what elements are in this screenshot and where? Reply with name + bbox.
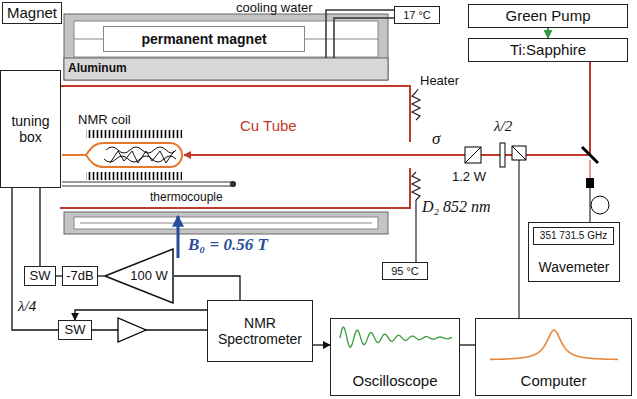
attenuator-box: -7dB	[62, 266, 98, 286]
laser-beam	[590, 160, 591, 178]
signal-line	[12, 188, 58, 330]
monitor-wire	[519, 160, 520, 318]
node-text: 100 W	[130, 269, 168, 284]
pump-laser-box: Green Pump	[468, 4, 628, 28]
field-label: B₀ = 0.56 T	[188, 236, 268, 255]
power-amplifier: 100 W	[104, 248, 174, 304]
node-text: permanent magnet	[141, 31, 266, 47]
node-text: SW	[30, 269, 51, 284]
tube-label: Cu Tube	[240, 118, 297, 135]
spectrometer-box: NMR Spectrometer	[207, 300, 313, 362]
oscilloscope-box: Oscilloscope	[330, 318, 460, 396]
nmr-coil-winding	[86, 172, 182, 180]
laser-box: Ti:Sapphire	[468, 38, 628, 62]
fid-signal	[340, 327, 452, 347]
edge-label: λ/4	[17, 298, 37, 315]
beam-splitter	[582, 147, 598, 163]
node-text: 351 731.5 GHz	[540, 230, 607, 242]
polarization-label: σ	[432, 130, 440, 149]
half-wave-plate	[500, 143, 505, 167]
signal-line	[313, 344, 330, 345]
thermocouple-probe	[62, 182, 236, 187]
signal-line	[92, 329, 207, 330]
node-text: 17 °C	[403, 9, 431, 22]
node-text: Ti:Sapphire	[510, 41, 586, 58]
node-text: -7dB	[66, 269, 93, 284]
transition-label: D₂ 852 nm	[422, 198, 491, 216]
pipe-label: cooling water	[236, 1, 313, 15]
node-text: SW	[65, 323, 86, 338]
laser-beam	[589, 62, 591, 155]
waveplate-label: λ/2	[494, 118, 512, 135]
magnet-band: permanent magnet	[103, 26, 305, 52]
switch-box: SW	[24, 266, 56, 286]
node-text: Magnet	[7, 4, 57, 21]
optical-fiber	[590, 188, 591, 222]
amplifier-symbol	[118, 318, 146, 342]
node-text: NMR Spectrometer	[208, 315, 312, 347]
fiber-loop	[591, 196, 609, 214]
magnet-housing	[64, 14, 388, 234]
node-text: Green Pump	[505, 7, 590, 24]
node-text: Computer	[521, 372, 587, 389]
polarizer-cube	[465, 147, 481, 163]
signal-line	[460, 344, 475, 345]
coil-label: NMR coil	[78, 113, 131, 127]
tuning-box: tuning box	[0, 70, 61, 188]
signal-line	[75, 310, 207, 320]
temperature-display: 17 °C	[394, 6, 440, 24]
node-text: 95 °C	[391, 265, 419, 278]
signal-line	[174, 276, 240, 300]
heater-element	[412, 89, 420, 262]
power-label: 1.2 W	[452, 170, 486, 184]
sensor-label: thermocouple	[150, 191, 223, 204]
node-text: Oscilloscope	[352, 372, 437, 389]
fiber-coupler	[586, 178, 594, 188]
switch-box: SW	[58, 320, 92, 340]
cell-wool	[104, 147, 176, 163]
signal-line	[39, 188, 40, 266]
node-text: Wavemeter	[538, 259, 609, 275]
computer-box: Computer	[475, 318, 632, 396]
cu-tube	[60, 86, 410, 208]
heater-label: Heater	[420, 74, 459, 88]
frequency-display: 351 731.5 GHz	[533, 227, 614, 245]
vapor-cell	[62, 143, 182, 167]
cooling-pipe	[326, 10, 394, 58]
node-text: tuning box	[1, 113, 60, 145]
laser-beam	[184, 154, 590, 156]
pickoff-cube	[512, 146, 526, 160]
signal-line	[547, 28, 549, 38]
resonance-peak	[490, 330, 618, 359]
material-label: Aluminum	[68, 62, 127, 75]
temperature-display: 95 °C	[382, 262, 428, 280]
wavemeter-box: Wavemeter 351 731.5 GHz	[528, 222, 620, 282]
title-box: Magnet	[2, 2, 62, 24]
field-arrow	[177, 216, 180, 258]
nmr-coil-winding	[86, 130, 182, 138]
